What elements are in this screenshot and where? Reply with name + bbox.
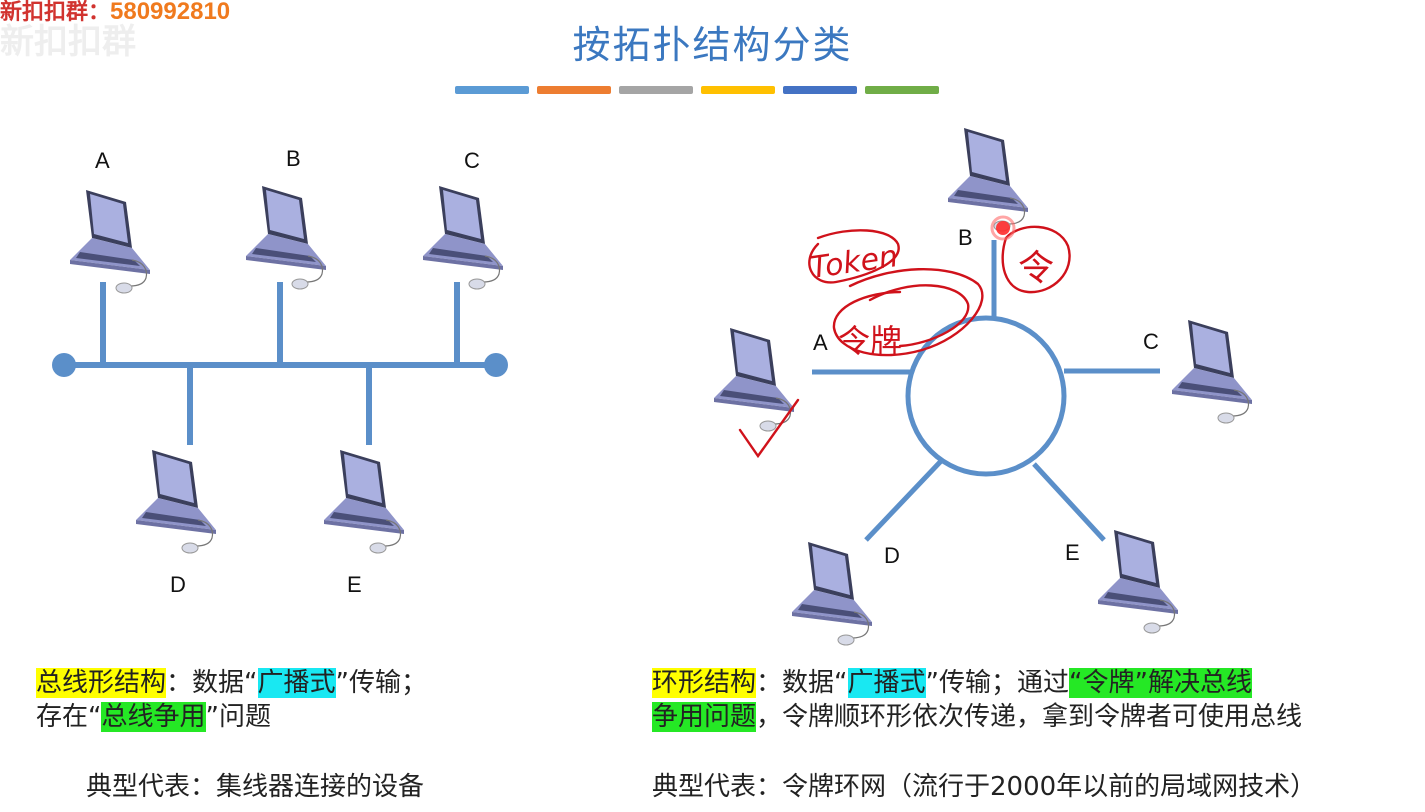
ink-word-token: Token bbox=[808, 239, 900, 286]
laptop-icon bbox=[1097, 529, 1179, 634]
bus-desc-text: ”传输； bbox=[335, 668, 427, 698]
bus-structure-name: 总线形结构 bbox=[36, 668, 167, 698]
bus-topology bbox=[64, 282, 496, 445]
laptop-icon bbox=[422, 185, 504, 290]
ring-node-label-b: B bbox=[958, 225, 973, 250]
ring-node-label-c: C bbox=[1143, 329, 1159, 354]
laptop-icon bbox=[791, 541, 873, 646]
laptop-icon bbox=[947, 127, 1029, 232]
color-bar bbox=[619, 86, 693, 94]
bus-node-label-b: B bbox=[286, 146, 301, 171]
ink-loop bbox=[868, 284, 970, 348]
watermark: 新扣扣群：580992810 bbox=[0, 0, 230, 26]
ring-desc-text: ：数据“ bbox=[756, 668, 848, 698]
ring-desc-text: ”传输；通过 bbox=[925, 668, 1069, 698]
bus-desc-text: ：数据“ bbox=[166, 668, 258, 698]
laptop-icon bbox=[245, 185, 327, 290]
laptop-icon bbox=[323, 449, 405, 554]
color-bar bbox=[701, 86, 775, 94]
ring-node-label-d: D bbox=[884, 543, 900, 568]
ink-loop bbox=[808, 229, 900, 284]
ring-typical-example: 典型代表：令牌环网（流行于2000年以前的局域网技术） bbox=[652, 772, 1317, 802]
pointer-halo bbox=[990, 215, 1016, 241]
color-bar-strip bbox=[455, 86, 939, 94]
laptop-icon bbox=[713, 327, 795, 432]
watermark-ghost: 新扣扣群 bbox=[0, 22, 136, 62]
watermark-number: 580992810 bbox=[110, 0, 231, 25]
bus-node-label-d: D bbox=[170, 572, 186, 597]
color-bar bbox=[865, 86, 939, 94]
ring-node-label-a: A bbox=[813, 330, 828, 355]
ink-checkmark bbox=[738, 398, 800, 459]
ink-annotations bbox=[738, 225, 1071, 459]
ring-node-label-e: E bbox=[1065, 540, 1080, 565]
ink-circle bbox=[1001, 225, 1071, 294]
bus-node-label-c: C bbox=[464, 148, 480, 173]
bus-terminator-left bbox=[52, 353, 76, 377]
ink-word-ling: 令 bbox=[1018, 248, 1054, 289]
ring-description: 环形结构：数据“广播式”传输；通过“令牌”解决总线 争用问题，令牌顺环形依次传递… bbox=[652, 666, 1302, 734]
bus-terminator-right bbox=[484, 353, 508, 377]
pointer-dot bbox=[996, 221, 1010, 235]
page-title: 按拓扑结构分类 bbox=[572, 23, 853, 67]
ring-desc-text: ，令牌顺环形依次传递，拿到令牌者可使用总线 bbox=[756, 702, 1303, 732]
broadcast-highlight: 广播式 bbox=[257, 668, 336, 698]
ring-structure-name: 环形结构 bbox=[652, 668, 757, 698]
ring-topology bbox=[812, 240, 1160, 542]
ring-circle bbox=[905, 315, 1067, 477]
bus-node-label-e: E bbox=[347, 572, 362, 597]
contention-highlight: 总线争用 bbox=[101, 702, 206, 732]
bus-description: 总线形结构：数据“广播式”传输； 存在“总线争用”问题 bbox=[36, 666, 427, 734]
ink-word-lingpai: 令牌 bbox=[838, 322, 902, 360]
laptop-icon bbox=[1171, 319, 1253, 424]
color-bar bbox=[537, 86, 611, 94]
bus-typical-example: 典型代表：集线器连接的设备 bbox=[86, 772, 425, 802]
contention-highlight: 争用问题 bbox=[652, 702, 757, 732]
bus-node-label-a: A bbox=[95, 148, 110, 173]
broadcast-highlight: 广播式 bbox=[847, 668, 926, 698]
color-bar bbox=[783, 86, 857, 94]
ring-link-d bbox=[864, 458, 944, 542]
watermark-prefix: 新扣扣群： bbox=[0, 0, 111, 25]
bus-desc-text: 存在“ bbox=[36, 702, 102, 732]
ink-loop bbox=[832, 268, 984, 357]
ring-link-e bbox=[1032, 462, 1106, 542]
laptop-icon bbox=[135, 449, 217, 554]
bus-desc-text: ”问题 bbox=[205, 702, 271, 732]
color-bar bbox=[455, 86, 529, 94]
token-highlight: “令牌”解决总线 bbox=[1069, 668, 1252, 698]
laptop-icon bbox=[69, 189, 151, 294]
